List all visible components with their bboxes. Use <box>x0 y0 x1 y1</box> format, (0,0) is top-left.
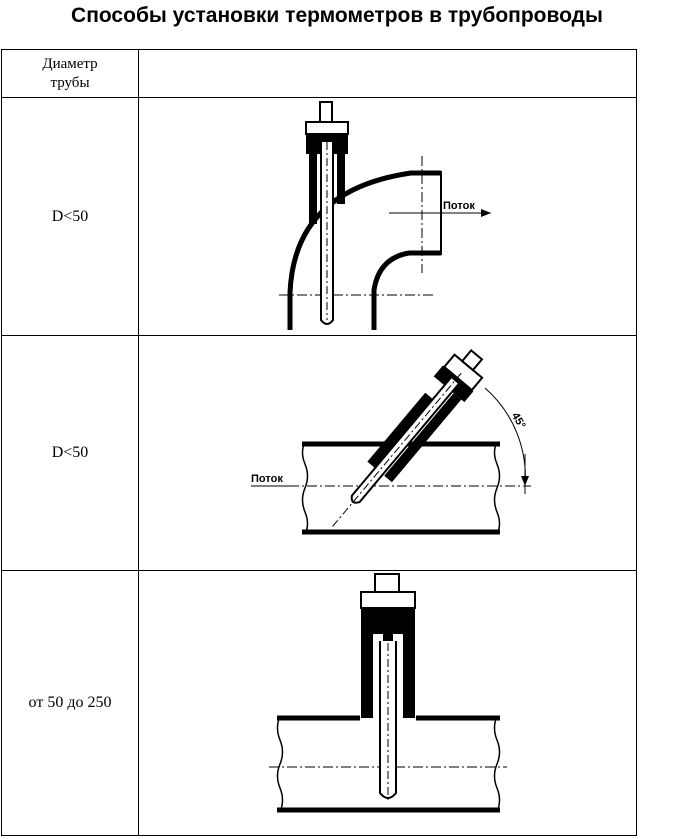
table-row: D<50 Поток <box>1 97 637 336</box>
pipe-break-left <box>301 441 309 535</box>
boss-right-wall <box>403 634 415 718</box>
nut-top <box>305 121 349 135</box>
drawing-cell: Поток <box>138 97 637 336</box>
header-row: Диаметр трубы <box>1 49 637 98</box>
elbow-inner-wall <box>371 250 441 330</box>
flow-label: Поток <box>443 200 475 212</box>
boss-lower-wall <box>384 393 462 483</box>
inclined-thermowell <box>332 348 484 527</box>
thermometer-head <box>460 348 484 372</box>
probe-axis <box>332 372 462 527</box>
page-title: Способы установки термометров в трубопро… <box>71 4 603 27</box>
header-diameter-line1: Диаметр <box>42 55 98 72</box>
pipe-break-left <box>276 715 284 813</box>
boss-upper-wall <box>367 392 433 469</box>
header-diameter: Диаметр трубы <box>1 49 139 98</box>
boss-left-wall <box>361 634 373 718</box>
angle-arc <box>484 387 526 487</box>
angle-label: 45° <box>509 411 528 431</box>
diameter-cell: D<50 <box>1 335 139 571</box>
drawing-cell <box>138 570 637 836</box>
table-row: D<50 Поток 45° <box>1 335 637 571</box>
table-row: от 50 до 250 <box>1 570 637 836</box>
flow-label: Поток <box>251 473 283 485</box>
header-diameter-line2: трубы <box>50 74 90 91</box>
installation-table: Диаметр трубы D<50 Поток <box>1 49 637 836</box>
inclined-installation-drawing: Поток 45° <box>251 348 531 535</box>
elbow-installation-drawing: Поток <box>279 101 491 330</box>
drawing-cell: Поток 45° <box>138 335 637 571</box>
header-method <box>138 49 637 98</box>
vertical-installation-drawing <box>269 573 507 813</box>
pipe-break-right <box>493 715 501 813</box>
flow-arrow-icon <box>481 209 491 217</box>
boss-right-wall <box>337 154 345 204</box>
thermometer-head <box>319 101 333 123</box>
diameter-cell: D<50 <box>1 97 139 336</box>
diameter-cell: от 50 до 250 <box>1 570 139 836</box>
pipe-break-right <box>493 441 501 535</box>
thermometer-head <box>374 573 400 593</box>
boss-left-wall <box>309 154 317 224</box>
nut-top <box>360 591 416 609</box>
